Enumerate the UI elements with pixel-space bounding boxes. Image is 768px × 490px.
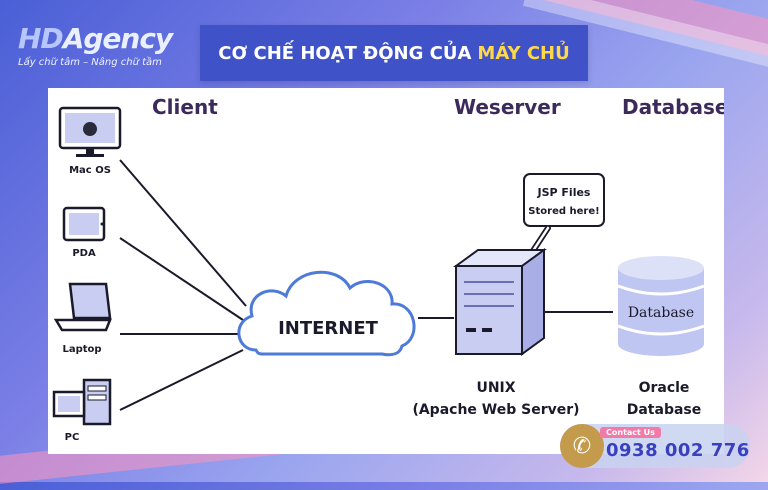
- server-icon: [452, 248, 548, 356]
- server-caption-line2: (Apache Web Server): [412, 402, 579, 418]
- monitor-apple-icon: [58, 106, 122, 157]
- architecture-diagram: Client Weserver Database Mac OS PDA: [52, 95, 724, 443]
- contact-phone[interactable]: 0938 002 776: [606, 440, 750, 461]
- internet-label: INTERNET: [278, 318, 379, 339]
- heading-client: Client: [152, 95, 218, 119]
- phone-icon: ✆: [560, 424, 604, 468]
- callout-box: [523, 173, 605, 227]
- brand-logo[interactable]: HDAgency Lấy chữ tâm – Nâng chữ tầm: [18, 22, 178, 82]
- db-caption-line2: Database: [627, 402, 702, 418]
- title-highlight: MÁY CHỦ: [477, 42, 570, 64]
- logo-wordmark: HDAgency: [18, 22, 173, 55]
- contact-badge[interactable]: ✆ Contact Us 0938 002 776: [560, 424, 750, 468]
- db-caption-line1: Oracle: [639, 380, 690, 396]
- cloud-icon: [237, 270, 416, 357]
- link-macos-internet: [119, 159, 247, 307]
- device-label-macos: Mac OS: [69, 165, 111, 176]
- desktop-pc-icon: [52, 378, 112, 426]
- heading-webserver: Weserver: [454, 95, 561, 119]
- tablet-icon: [62, 206, 106, 242]
- link-pda-internet: [119, 237, 244, 321]
- callout-line2: Stored here!: [528, 206, 599, 217]
- heading-database: Database: [622, 95, 724, 119]
- logo-tagline: Lấy chữ tâm – Nâng chữ tầm: [18, 57, 162, 68]
- callout-line1: JSP Files: [537, 186, 591, 199]
- title-text: CƠ CHẾ HOẠT ĐỘNG CỦA: [218, 42, 472, 64]
- device-label-pda: PDA: [72, 248, 96, 259]
- database-icon: [617, 256, 705, 356]
- server-caption-line1: UNIX: [476, 380, 515, 396]
- device-label-pc: PC: [65, 432, 80, 443]
- device-label-laptop: Laptop: [62, 344, 101, 355]
- link-pc-internet: [119, 349, 244, 411]
- contact-label: Contact Us: [600, 427, 661, 438]
- laptop-icon: [53, 282, 112, 332]
- database-label: Database: [628, 305, 694, 321]
- connection-lines: [119, 159, 613, 411]
- page-title: CƠ CHẾ HOẠT ĐỘNG CỦA MÁY CHỦ: [200, 25, 588, 81]
- diagram-panel: Client Weserver Database Mac OS PDA: [48, 88, 724, 454]
